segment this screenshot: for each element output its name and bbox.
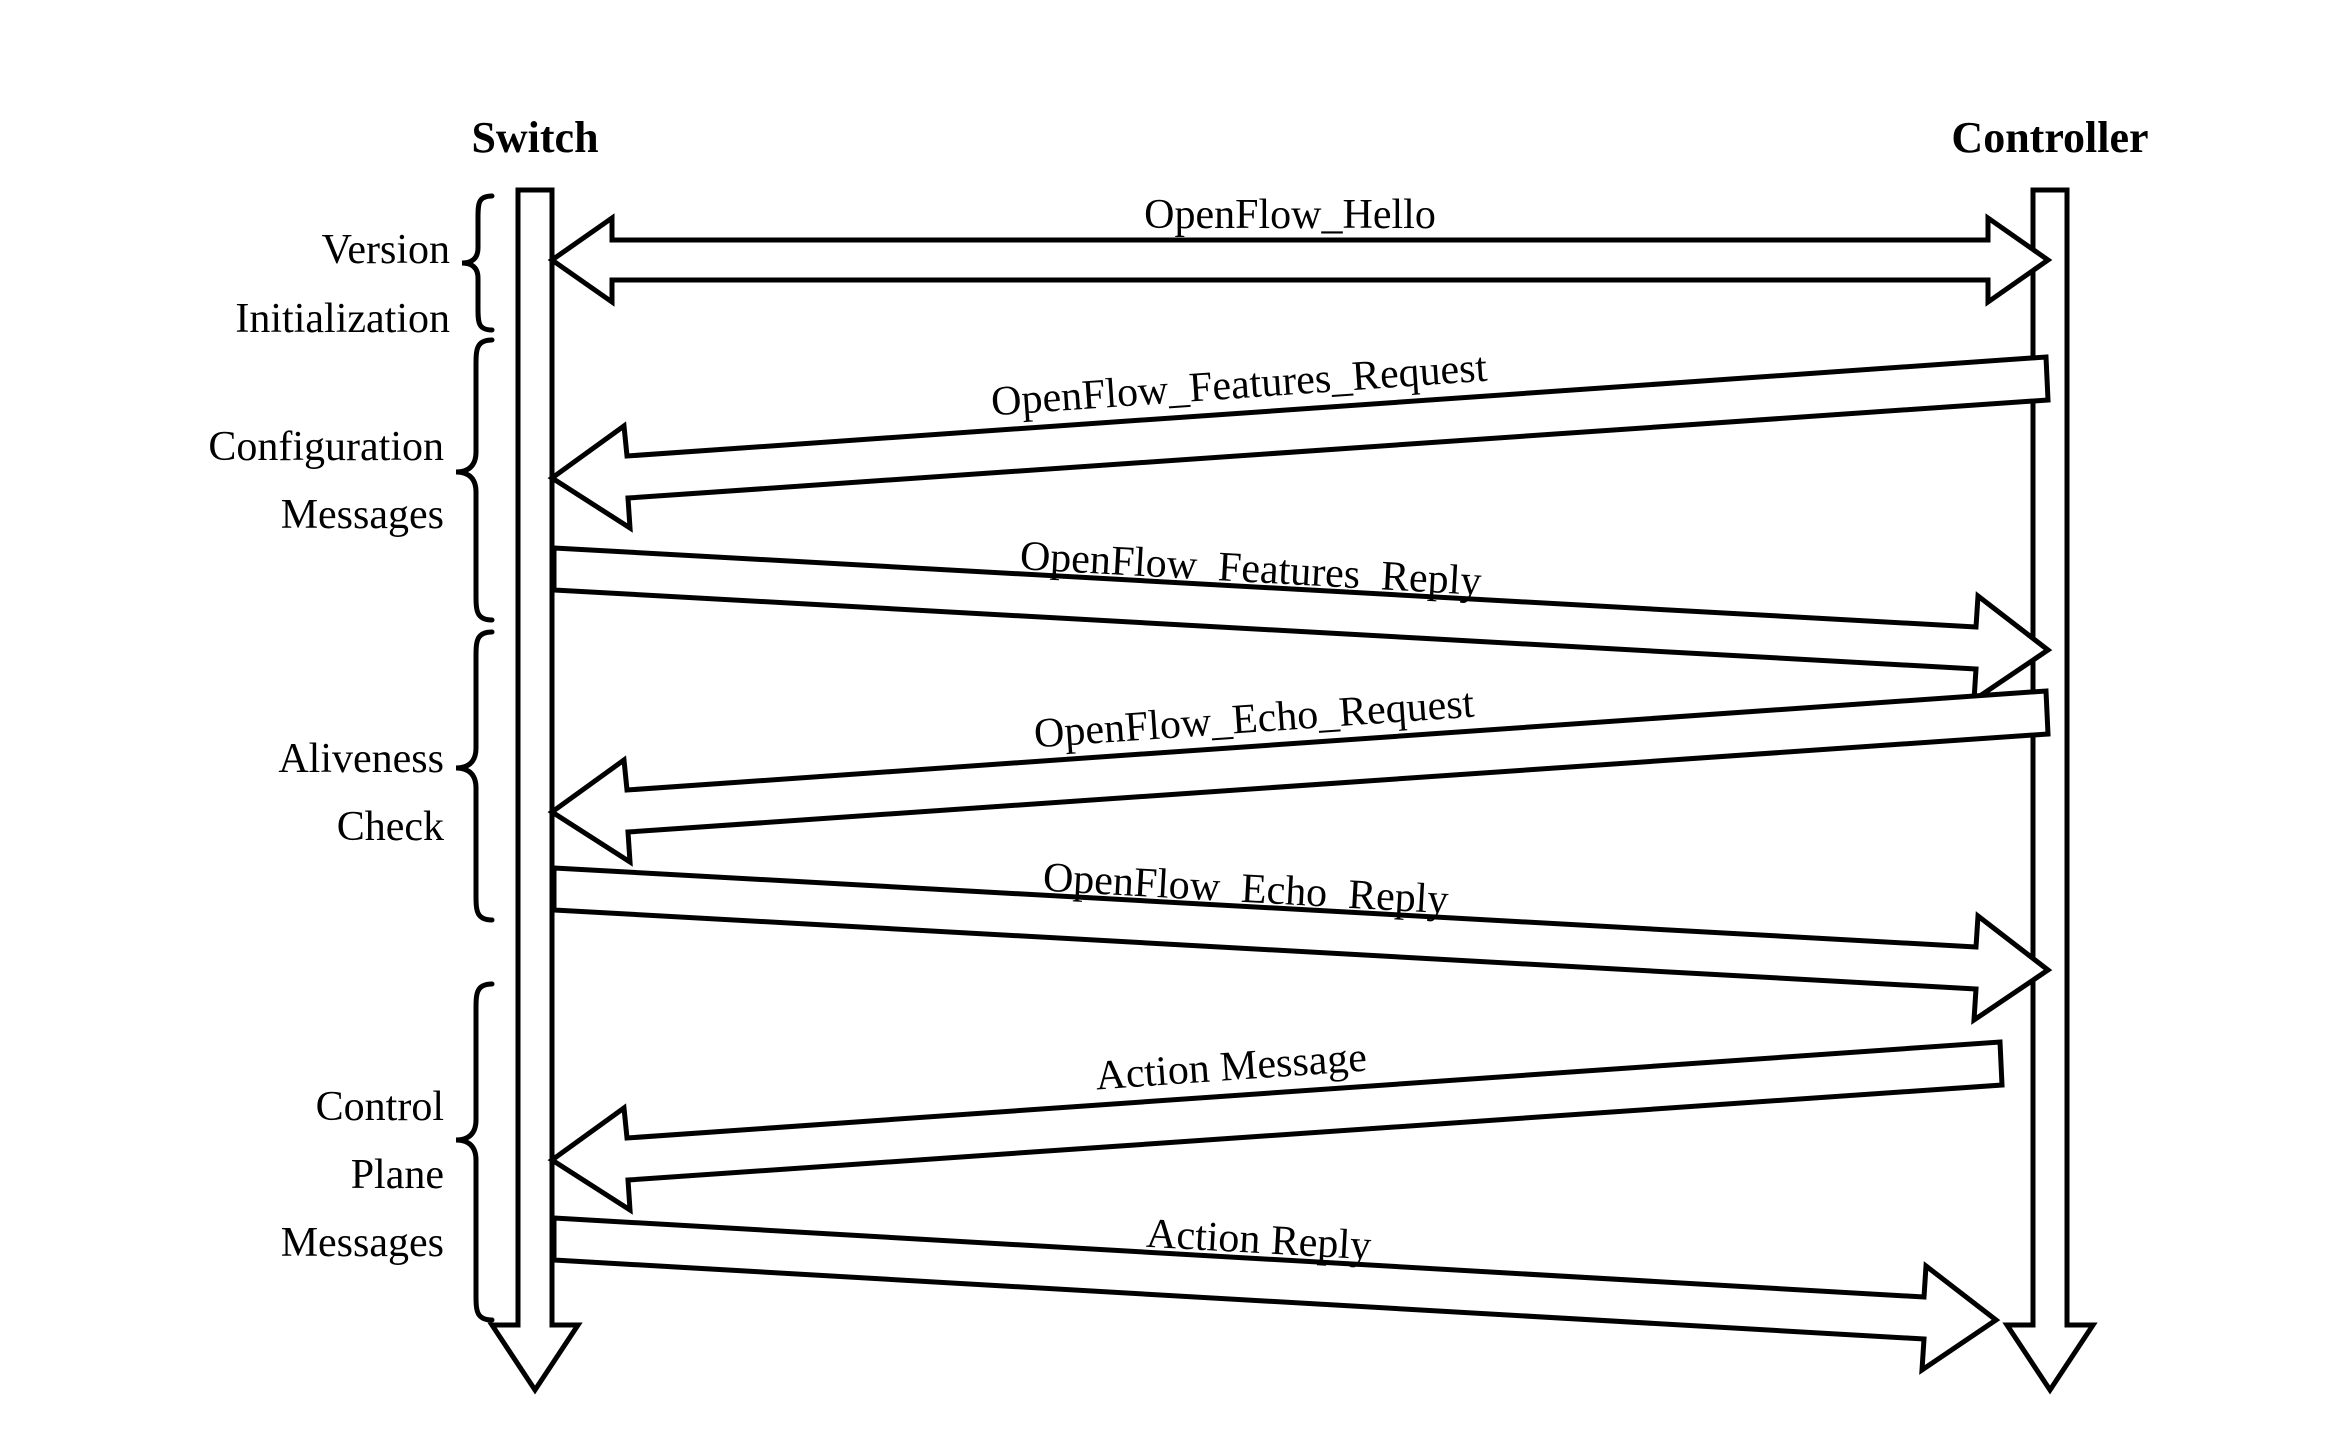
message-arrow-action-reply — [551, 1215, 2001, 1375]
group-label-version-initialization: Version Initialization — [235, 227, 450, 342]
message-arrow-openflow-features-reply — [551, 545, 2053, 705]
group-label-line: Configuration — [208, 424, 444, 470]
message-arrow-openflow-hello — [547, 213, 2053, 307]
group-label-configuration-messages: Configuration Messages — [208, 424, 444, 538]
group-label-line: Messages — [281, 1220, 444, 1266]
group-label-line: Messages — [281, 492, 444, 538]
group-label-line: Initialization — [235, 296, 450, 342]
group-label-line: Plane — [351, 1152, 444, 1198]
message-arrow-openflow-echo-reply — [551, 865, 2053, 1025]
brace-version-initialization — [461, 193, 495, 333]
brace-configuration-messages — [455, 337, 495, 623]
group-label-aliveness-check: Aliveness Check — [278, 736, 444, 850]
lifeline-controller — [2002, 187, 2098, 1395]
group-label-line: Check — [337, 804, 444, 850]
message-arrow-openflow-features-request — [547, 354, 2051, 533]
message-label-openflow-hello: OpenFlow_Hello — [1144, 192, 1436, 238]
group-label-control-plane-messages: Control Plane Messages — [281, 1084, 444, 1266]
actor-title-controller: Controller — [1951, 113, 2148, 162]
brace-control-plane-messages — [455, 981, 495, 1323]
brace-aliveness-check — [455, 629, 495, 923]
group-label-line: Version — [322, 227, 450, 273]
message-arrow-action-message — [547, 1039, 2005, 1215]
group-label-line: Control — [316, 1084, 444, 1130]
message-arrow-openflow-echo-request — [547, 688, 2051, 867]
group-label-line: Aliveness — [278, 736, 444, 782]
actor-title-switch: Switch — [471, 113, 598, 162]
lifeline-switch — [487, 187, 583, 1395]
